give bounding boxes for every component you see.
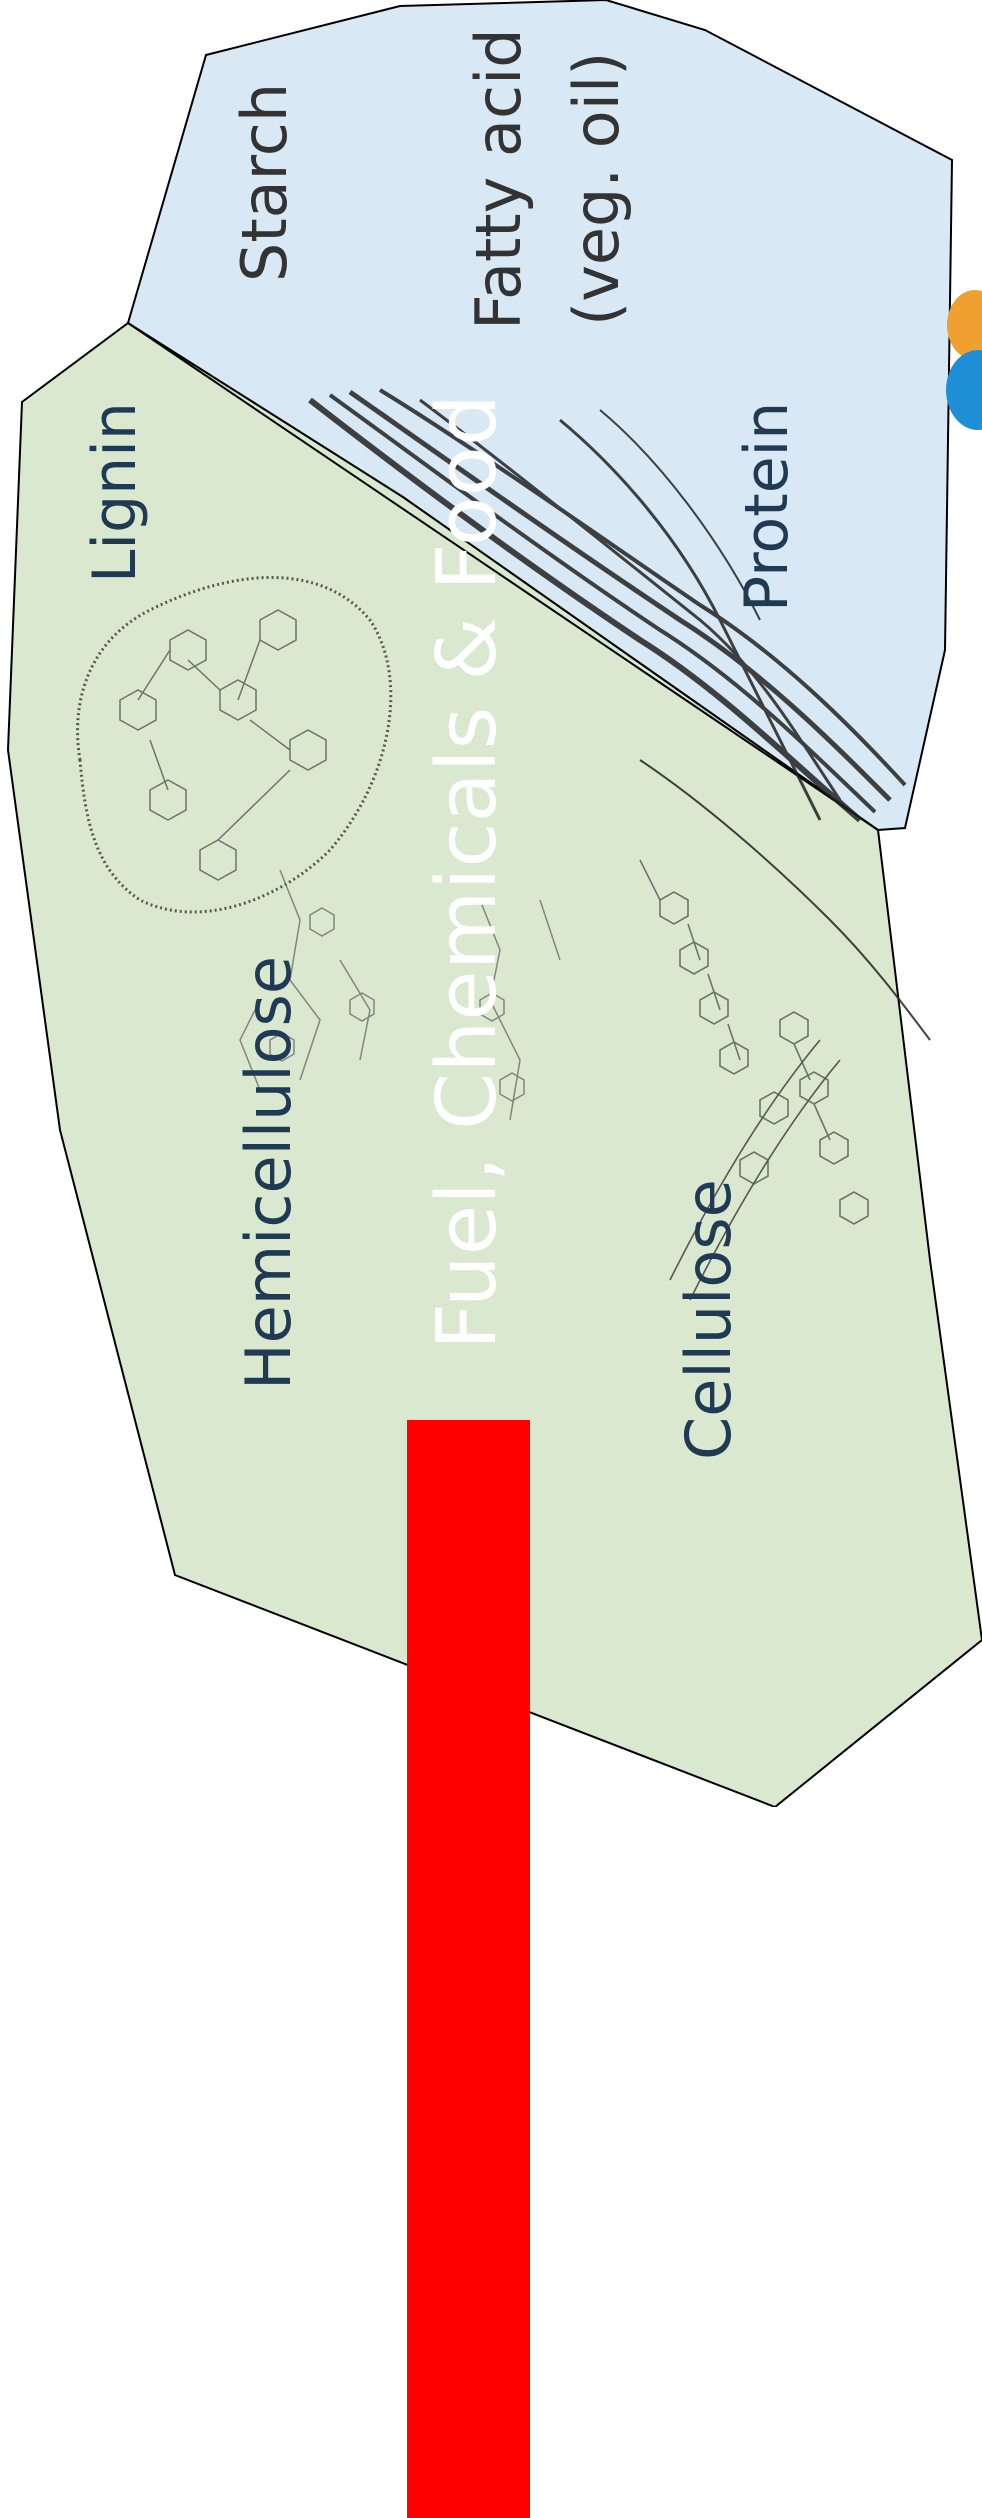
fatty-acid-label: Fatty acid [462,28,535,330]
hemicellulose-label: Hemicellulose [232,956,305,1390]
center-banner-text: Fuel, Chemicals & Food [418,326,518,1418]
starch-label: Starch [228,83,301,282]
leaf-logo-icon [946,290,982,430]
lignin-label: Lignin [80,402,150,583]
veg-oil-label: (veg. oil) [560,52,633,326]
cellulose-label: Cellulose [672,1179,745,1460]
center-banner [407,1420,530,2518]
protein-label: Protein [732,402,802,612]
